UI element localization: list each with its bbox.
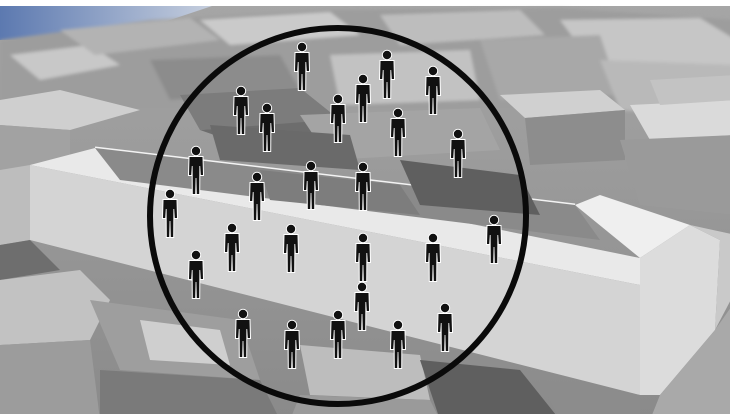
right-border [730,0,736,420]
top-border [0,0,736,6]
bottom-border [0,414,736,420]
